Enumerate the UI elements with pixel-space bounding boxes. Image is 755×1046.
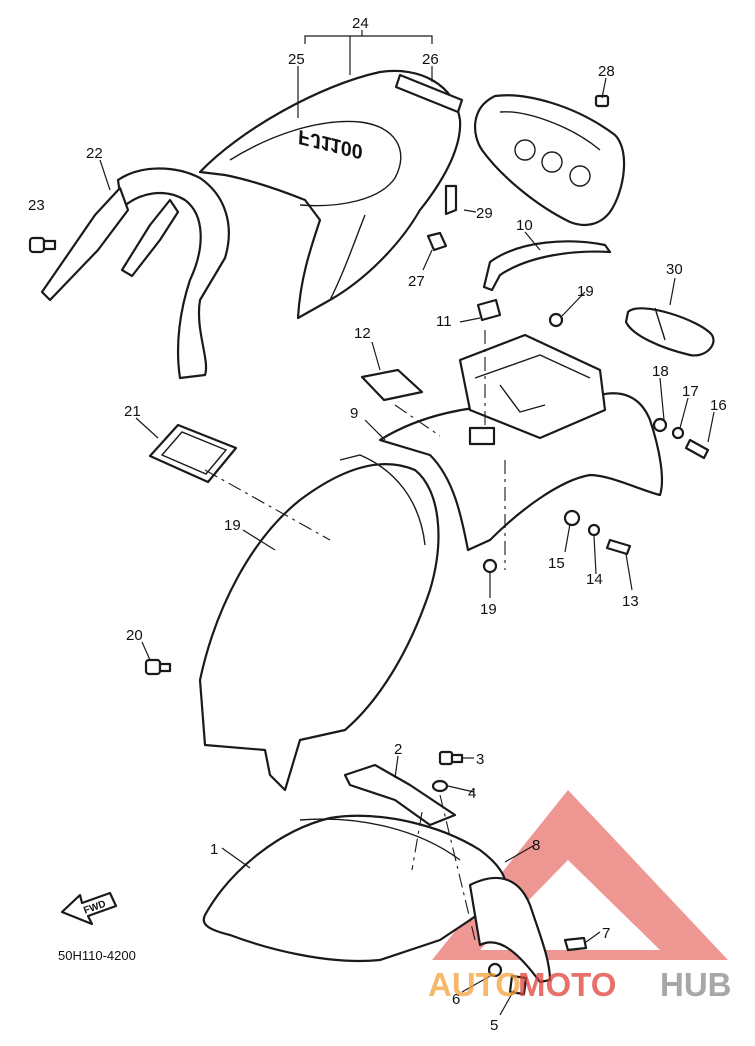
- callout-19-bottom: 19: [480, 601, 497, 618]
- label-part-12: [360, 368, 424, 402]
- leader-lines: [99, 30, 715, 1016]
- callout-15: 15: [548, 555, 565, 572]
- fender-piece-part-8: [468, 876, 552, 984]
- callout-17: 17: [682, 383, 699, 400]
- bracket-part-11: [476, 298, 502, 322]
- callout-27: 26: [422, 51, 439, 68]
- callout-9: 9: [350, 405, 358, 422]
- callout-12: 12: [354, 325, 371, 342]
- callout-7: 7: [602, 925, 610, 942]
- grommet-part-18: [652, 417, 668, 433]
- callout-18: 18: [652, 363, 669, 380]
- callout-13: 13: [622, 593, 639, 610]
- bolt-part-13: [605, 538, 632, 556]
- nut-part-6: [487, 962, 503, 978]
- clip-part-30: [444, 184, 458, 216]
- bolt-part-3: [438, 750, 464, 766]
- callout-20: 19: [224, 517, 241, 534]
- callout-5: 5: [490, 1017, 498, 1034]
- bolt-part-16: [684, 438, 710, 460]
- callout-2: 2: [394, 741, 402, 758]
- strip-part-27: [394, 73, 464, 114]
- callout-25: 24: [352, 15, 369, 32]
- washer-part-4: [431, 779, 449, 793]
- callout-8: 8: [532, 837, 540, 854]
- forward-direction-arrow: FWD: [60, 891, 118, 926]
- callout-21: 20: [126, 627, 143, 644]
- drawing-code: 50H110-4200: [58, 948, 136, 963]
- tool-kit-part-31: [624, 307, 715, 357]
- callout-labels: 24 25 26 28 22 23 29 10 27 30 19 11 12 1…: [28, 15, 727, 1034]
- callout-19-top: 19: [577, 283, 594, 300]
- collar-part-15: [563, 509, 581, 527]
- bolt-part-21: [144, 658, 172, 676]
- washer-part-17: [671, 426, 685, 440]
- front-fender-part-1: [202, 814, 508, 963]
- nut-part-19-bottom: [482, 558, 498, 574]
- callout-28: 27: [408, 273, 425, 290]
- callout-3: 3: [476, 751, 484, 768]
- callout-29: 28: [598, 63, 615, 80]
- tail-light-housing-part-29: [473, 94, 626, 227]
- callout-26: 25: [288, 51, 305, 68]
- callout-30: 29: [476, 205, 493, 222]
- bolt-part-24: [28, 236, 57, 254]
- rear-fender-part-20: [198, 454, 440, 792]
- pad-part-22: [148, 423, 238, 484]
- callout-1: 1: [210, 841, 218, 858]
- callout-31: 30: [666, 261, 683, 278]
- callout-24: 23: [28, 197, 45, 214]
- washer-part-14: [587, 523, 601, 537]
- watermark-text-auto: AUTO: [428, 966, 521, 1003]
- clip-part-7: [563, 936, 588, 952]
- callout-6: 6: [452, 991, 460, 1008]
- bolt-part-28: [426, 231, 448, 252]
- hardware-parts: [482, 312, 710, 574]
- nut-part-19-top: [548, 312, 564, 328]
- bracket-part-2: [343, 763, 457, 827]
- grab-rail-part-23: [40, 167, 230, 380]
- callout-16: 16: [710, 397, 727, 414]
- watermark-text-hub: HUB: [660, 966, 732, 1003]
- bolt-part-5: [508, 974, 528, 996]
- rear-frame-part-9: [378, 333, 664, 552]
- watermark-text: AUTO MOTO HUB: [428, 966, 732, 1003]
- seat-part-25: FJ1100: [198, 69, 462, 320]
- callout-4: 4: [468, 785, 476, 802]
- callout-11: 11: [436, 313, 452, 330]
- callout-23: 22: [86, 145, 103, 162]
- assembly-guides: [204, 330, 506, 941]
- watermark-text-moto: MOTO: [518, 966, 616, 1003]
- callout-22: 21: [124, 403, 141, 420]
- callout-10: 10: [516, 217, 533, 234]
- handle-part-10: [482, 240, 612, 292]
- callout-14: 14: [586, 571, 603, 588]
